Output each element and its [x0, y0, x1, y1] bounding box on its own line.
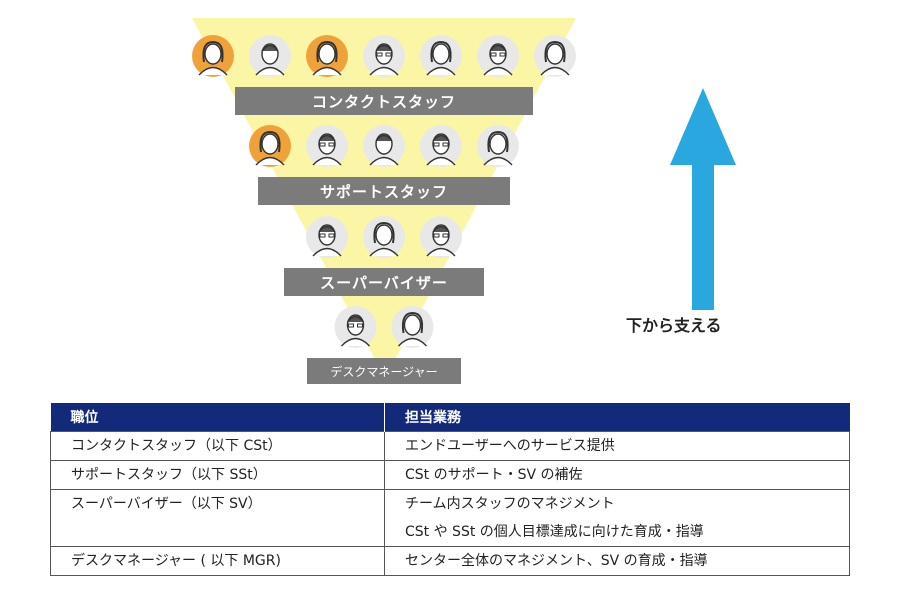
role-cell: デスクマネージャー ( 以下 MGR): [50, 546, 385, 576]
male-glasses-avatar-icon: [334, 306, 377, 348]
male-glasses-avatar-icon: [306, 125, 348, 167]
roles-table: 職位 担当業務 コンタクトスタッフ（以下 CSt） エンドユーザーへのサービス提…: [50, 403, 850, 576]
duties-cell: チーム内スタッフのマネジメント CSt や SSt の個人目標達成に向けた育成・…: [384, 489, 850, 547]
male-glasses-avatar-icon: [306, 216, 348, 258]
role-cell: サポートスタッフ（以下 SSt）: [50, 460, 385, 490]
header-duties: 担当業務: [384, 403, 850, 432]
female-avatar-icon: [477, 125, 519, 167]
header-position: 職位: [50, 403, 385, 432]
female-highlight-avatar-icon: [192, 35, 234, 77]
band-contact-staff: コンタクトスタッフ: [235, 87, 533, 115]
table-header-row: 職位 担当業務: [50, 403, 850, 432]
duty-line: CSt や SSt の個人目標達成に向けた育成・指導: [405, 524, 704, 540]
duty-line: センター全体のマネジメント、SV の育成・指導: [405, 553, 708, 569]
duties-cell: エンドユーザーへのサービス提供: [384, 431, 850, 461]
male-avatar-icon: [249, 35, 291, 77]
female-avatar-icon: [363, 216, 405, 258]
duty-line: チーム内スタッフのマネジメント: [405, 496, 615, 512]
female-avatar-icon: [420, 35, 462, 77]
table-row: サポートスタッフ（以下 SSt） CSt のサポート・SV の補佐: [50, 460, 850, 490]
male-glasses-avatar-icon: [420, 125, 462, 167]
female-avatar-icon: [391, 306, 434, 348]
band-support-staff: サポートスタッフ: [258, 177, 510, 205]
female-avatar-icon: [534, 35, 576, 77]
male-avatar-icon: [363, 125, 405, 167]
male-glasses-avatar-icon: [363, 35, 405, 77]
band-desk-manager: デスクマネージャー: [307, 358, 461, 384]
table-row: コンタクトスタッフ（以下 CSt） エンドユーザーへのサービス提供: [50, 431, 850, 461]
role-cell: スーパーバイザー（以下 SV）: [50, 489, 385, 547]
male-glasses-avatar-icon: [420, 216, 462, 258]
duty-line: エンドユーザーへのサービス提供: [405, 438, 615, 454]
arrow-caption: 下から支える: [626, 316, 722, 335]
male-glasses-avatar-icon: [477, 35, 519, 77]
female-highlight-avatar-icon: [249, 125, 291, 167]
female-highlight-avatar-icon: [306, 35, 348, 77]
table-row: デスクマネージャー ( 以下 MGR) センター全体のマネジメント、SV の育成…: [50, 546, 850, 576]
up-arrow-icon: [670, 88, 736, 310]
role-cell: コンタクトスタッフ（以下 CSt）: [50, 431, 385, 461]
duties-cell: CSt のサポート・SV の補佐: [384, 460, 850, 490]
duties-cell: センター全体のマネジメント、SV の育成・指導: [384, 546, 850, 576]
band-supervisor: スーパーバイザー: [284, 268, 484, 296]
table-row: スーパーバイザー（以下 SV） チーム内スタッフのマネジメント CSt や SS…: [50, 489, 850, 547]
duty-line: CSt のサポート・SV の補佐: [405, 467, 583, 483]
